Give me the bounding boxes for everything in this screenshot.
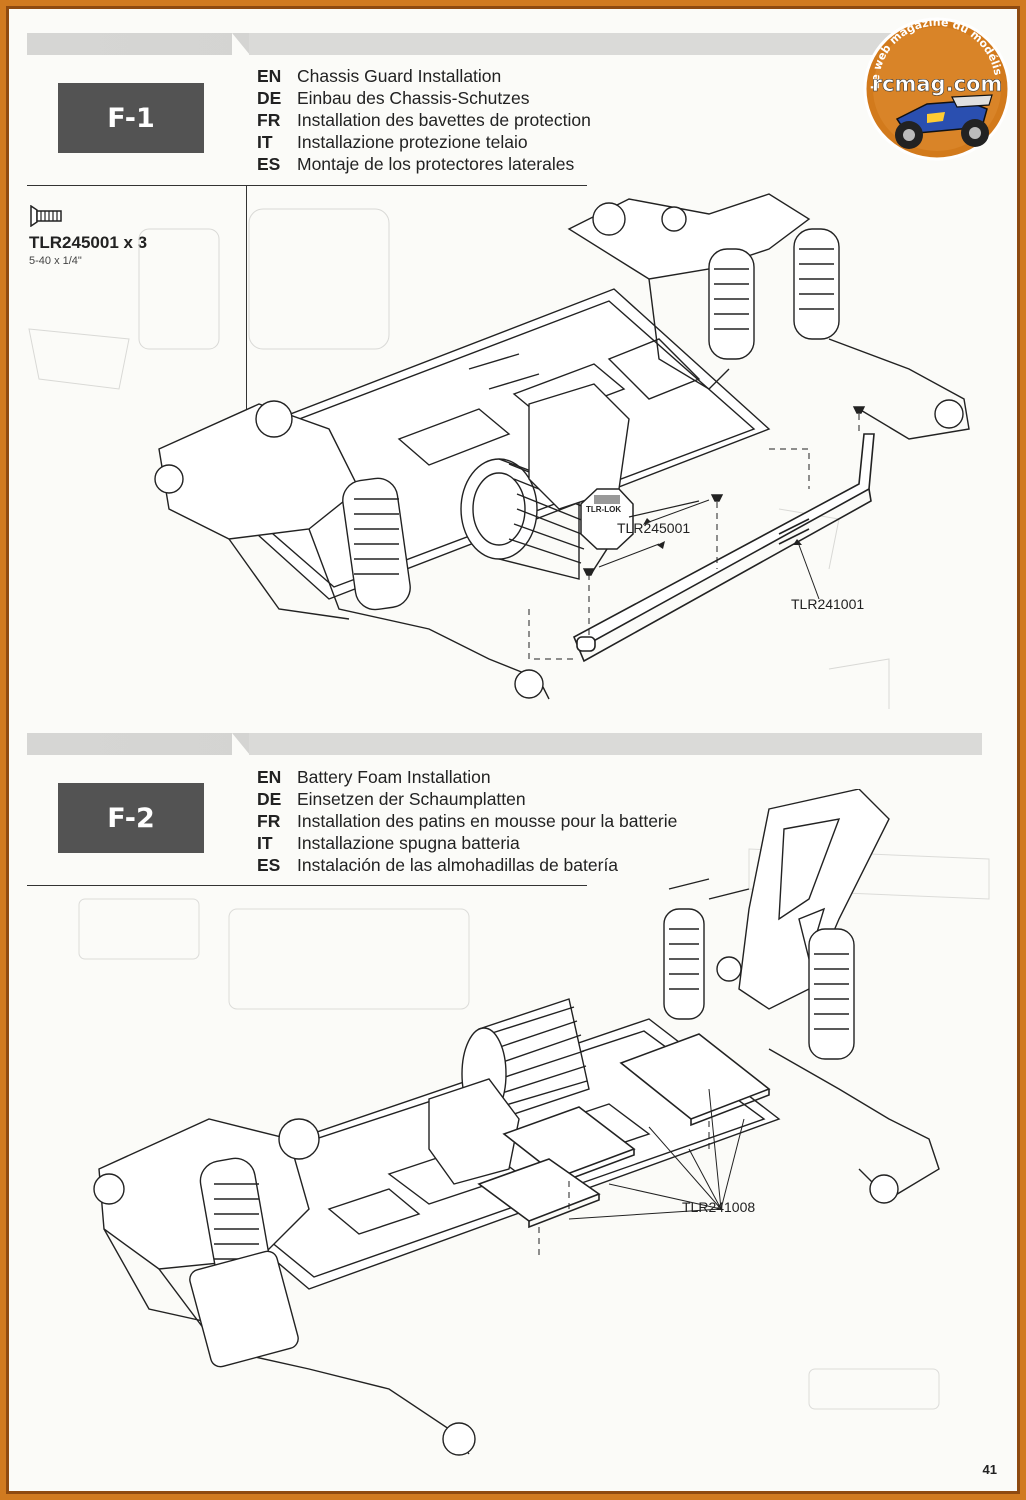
step-badge-f2: F-2 bbox=[58, 783, 204, 853]
rcmag-logo: Le web magazine du modélisme rcmag.com bbox=[857, 9, 1017, 169]
hardware-part-code: TLR245001 x 3 bbox=[29, 233, 148, 252]
rc-car-icon bbox=[895, 94, 993, 149]
flat-screw-icon bbox=[30, 205, 62, 227]
screw-callout-f1: TLR245001 bbox=[617, 520, 691, 536]
hardware-box-f1: TLR245001 x 3 5-40 x 1/4" bbox=[29, 205, 147, 267]
foam-callout: TLR241008 bbox=[682, 1199, 756, 1215]
battery-foam-diagram bbox=[78, 789, 990, 1456]
chassis-guard-diagram bbox=[28, 193, 970, 709]
guard-callout: TLR241001 bbox=[791, 596, 865, 612]
threadlock-label: TLR-LOK bbox=[586, 505, 622, 514]
section-header-bar-f2 bbox=[27, 733, 982, 755]
step-badge-f1: F-1 bbox=[58, 83, 204, 153]
divider-f2 bbox=[27, 885, 587, 886]
hardware-size: 5-40 x 1/4" bbox=[29, 255, 82, 267]
hardware-divider bbox=[246, 185, 247, 417]
page-number: 41 bbox=[982, 1462, 997, 1477]
divider-f1 bbox=[27, 185, 587, 186]
logo-brand-text: rcmag.com bbox=[872, 72, 1003, 96]
section-header-bar-f1 bbox=[27, 33, 982, 55]
